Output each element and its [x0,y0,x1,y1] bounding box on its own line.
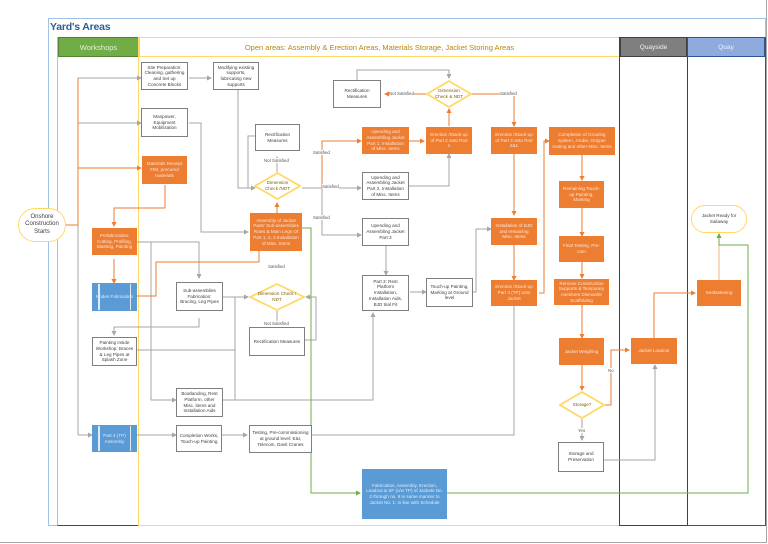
lane-header-open-areas: Open areas: Assembly & Erection Areas, M… [139,37,620,57]
link-rect3-dim3-top [356,69,452,83]
label-satisfied-3: Satisfied [313,215,330,220]
node-rectification-1[interactable]: Rectification Measures [255,124,300,151]
link-next-jacket-to-ready [446,233,749,494]
node-rectification-3[interactable]: Rectification Measures [333,80,381,108]
decision-dimension-check-2[interactable]: Dimension Check / NDT [249,283,305,311]
link-storage-no [605,347,630,406]
node-erection-part2-onto-part1[interactable]: Erection /Stack-up of Part 2 onto Part 1 [426,127,472,154]
node-remaining-touchup[interactable]: Remaining Touch-up Painting, Marking [559,181,604,208]
link-storage-preservation-loadout [604,364,658,461]
lane-header-quay: Quay [687,37,765,57]
node-testing-precommissioning[interactable]: Testing, Pre-commissioning at ground lev… [249,425,312,453]
label-yes: Yes [578,428,586,433]
link-nodes-to-assembly [137,244,262,297]
diamond-shape [254,172,301,200]
link-prefab-sub [113,241,202,279]
link-dim3-satisfied [472,93,517,127]
node-upending-part2[interactable]: Upending and Assembling Jacket Part 2, I… [362,172,409,200]
link-loadout-seafast [653,290,696,338]
lane-workshops: Workshops [57,37,139,526]
node-storage-preservation[interactable]: Storage and Preservation [558,442,604,472]
node-modifying-supports[interactable]: Modifying existing supports, fabricating… [213,62,259,90]
diagram-title: Yard's Areas [50,21,111,33]
node-painting-workshop[interactable]: Painting inside Workshop: Braces & Leg P… [92,337,137,366]
node-sub-assemblies[interactable]: Sub-assemblies Fabrication: Bracing, Leg… [176,282,223,311]
link-testing-to-erect4 [312,297,517,436]
diamond-shape [559,391,605,419]
node-remove-supports[interactable]: Remove Construction Supports & Temporary… [554,279,609,305]
decision-label: Dimension Check /NDT [264,180,290,191]
node-manpower-mobilization[interactable]: Manpower, Equipment Mobilization [141,108,188,137]
link-boat-to-part3 [235,312,376,401]
lane-open-areas: Open areas: Assembly & Erection Areas, M… [138,37,620,526]
link-upend2-to-erect21 [409,153,452,187]
decision-label: Dimension Check / NDT [257,291,297,302]
decision-dimension-check-1[interactable]: Dimension Check /NDT [254,172,301,200]
link-touchup-to-bjd [472,226,492,293]
link-dim1-satisfied-1 [321,138,362,188]
end-terminator-ready-sailaway[interactable]: Jacket Ready for Sailaway [691,205,747,233]
node-materials-receipt[interactable]: Materials Receipt FIM, procured material… [142,156,187,184]
node-site-preparation[interactable]: Site Preparation: Cleaning, gathering an… [141,62,188,90]
link-erect4-completion [539,138,550,294]
decision-label: Dimension Check & NDT [434,88,464,99]
label-not-satisfied-2: Not Satisfied [264,321,289,326]
link-rect1-to-dim1 [247,135,255,189]
lane-quayside: Quayside [619,37,688,526]
label-satisfied-2: Satisfied [322,184,339,189]
decision-storage[interactable]: Storage? [559,391,605,419]
label-not-satisfied-1: Not Satisfied [264,158,289,163]
node-jacket-weighing[interactable]: Jacket Weighing [559,338,604,365]
node-part4-assembly[interactable]: Part 4 (TP) Assembly [92,425,137,452]
node-touchup-ground[interactable]: Touch-up Painting, Marking at Ground lev… [426,278,473,307]
node-nodes-fabrication[interactable]: Nodes Fabrication [92,283,137,311]
node-prefabrication[interactable]: Prefabrication: Cutting, Profiling, Blas… [92,228,137,255]
link-boat-right [222,297,236,401]
link-dim1-satisfied-3-vert [321,145,362,238]
decision-dimension-check-3[interactable]: Dimension Check & NDT [426,80,472,108]
lane-quay: Quay [687,37,766,526]
label-no: No [608,368,614,373]
node-erection-part3-onto-part21[interactable]: Erection /Stack-up of Part 3 onto Part 2… [491,127,537,154]
link-sub-painting [111,318,200,336]
label-satisfied-1: Satisfied [313,150,330,155]
label-satisfied-4: Satisfied [268,264,285,269]
label-satisfied-5: Satisfied [500,91,517,96]
node-upending-part3[interactable]: Upending and Assembling Jacket Part 3 [362,218,409,246]
node-final-testing[interactable]: Final Testing, Pre-com [559,236,604,262]
node-erection-part4-tp[interactable]: Erection /Stack-up Part 4 (TP) onto Jack… [491,280,537,306]
node-assembly-jacket-parts[interactable]: Assembly of Jacket Parts' Sub-assemblies… [250,213,302,251]
link-prefab-boat-vert [150,242,177,403]
node-boatlanding[interactable]: Boatlanding, Rest Platform, other Misc. … [176,388,223,417]
node-completion-works[interactable]: Completion Works, Touch-up Painting [176,425,222,452]
label-not-satisfied-3: Not Satisfied [389,91,414,96]
node-seafastening[interactable]: Seafastening [697,280,741,306]
start-terminator[interactable]: Onshore Construction Starts [18,208,66,242]
link-assembly-to-next-jacket [302,227,361,496]
link-materials-prefab [111,185,166,227]
node-completion-grouting[interactable]: Completion of Grouting system, J-tube, G… [549,127,615,155]
link-start-origin [66,78,79,226]
node-fabrication-jackets-2-8[interactable]: Fabrication, Assembly, Erection, Loadout… [362,469,447,519]
link-manpower-down [189,122,249,235]
node-installation-bjd[interactable]: Installation of BJD and remaining Misc. … [491,218,537,245]
node-upending-part1[interactable]: Upending and Assembling Jacket Part 1, I… [362,127,409,154]
node-jacket-loadout[interactable]: Jacket Loadout [631,338,677,364]
diamond-shape [426,80,472,108]
lane-header-quayside: Quayside [620,37,687,57]
decision-label: Storage? [572,402,592,408]
diamond-shape [249,283,305,311]
node-rectification-2[interactable]: Rectification Measures [249,327,305,356]
node-part3-rest-platform[interactable]: Part 3: Rest Platform Installation, Inst… [362,275,409,311]
link-modifying-down [237,89,256,191]
